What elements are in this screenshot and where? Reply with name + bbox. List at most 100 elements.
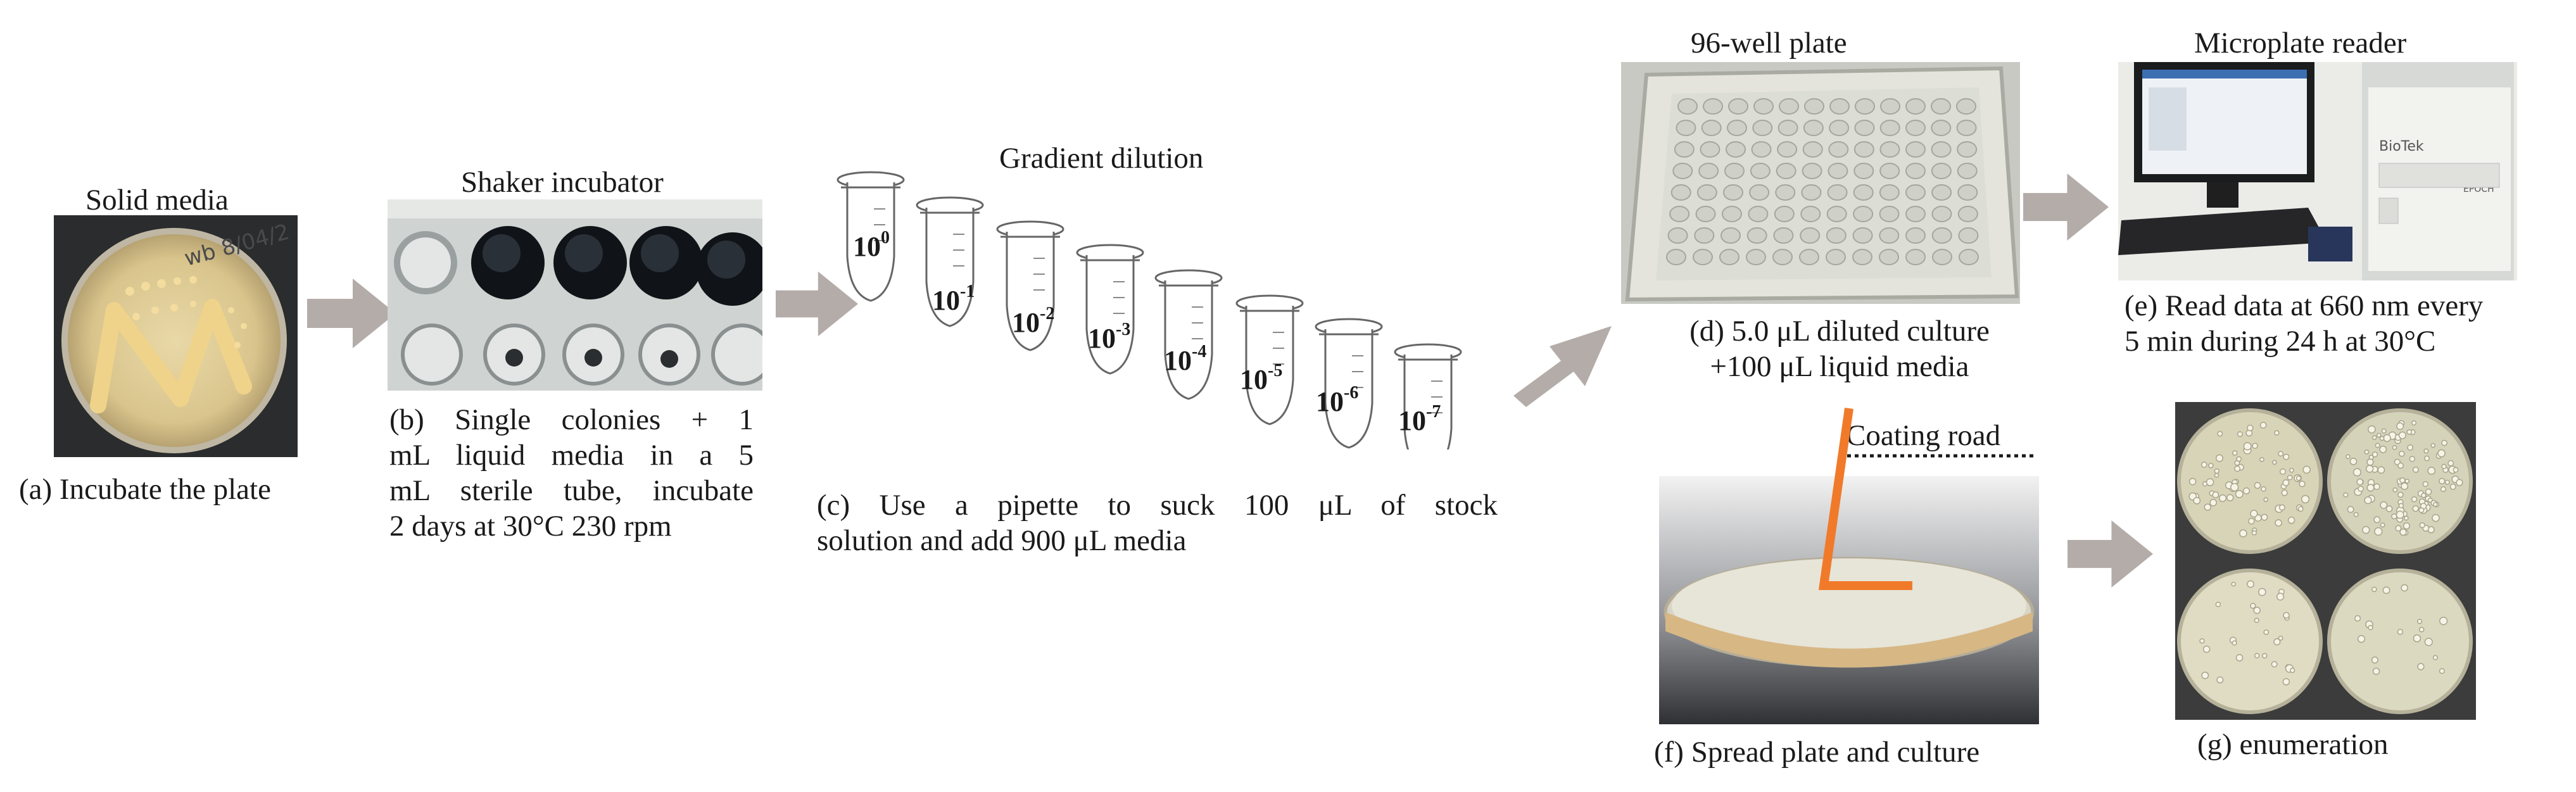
- well: [1828, 163, 1848, 179]
- colony: [2380, 501, 2388, 509]
- colony: [2235, 490, 2244, 498]
- well: [1826, 227, 1847, 244]
- colony: [2440, 486, 2447, 493]
- colony: [2235, 654, 2244, 662]
- coating-dotted-line: [1840, 454, 2036, 458]
- well: [1695, 206, 1716, 222]
- colony: [2215, 454, 2223, 462]
- well: [1701, 120, 1722, 136]
- well: [1728, 98, 1748, 115]
- well: [1852, 227, 1873, 244]
- well: [1931, 184, 1952, 201]
- colony: [2371, 657, 2378, 664]
- well-plate-title: 96-well plate: [1691, 27, 1847, 60]
- colony: [2214, 472, 2219, 478]
- colony: [2243, 442, 2252, 451]
- colony: [2453, 467, 2459, 473]
- colony: [2218, 494, 2227, 503]
- colony: [2366, 484, 2375, 492]
- colony: [2232, 450, 2238, 456]
- colony: [2208, 463, 2214, 468]
- colony: [2417, 663, 2425, 670]
- well: [1879, 227, 1900, 244]
- well: [1676, 120, 1696, 136]
- well: [1959, 249, 1979, 265]
- colony: [2412, 505, 2419, 512]
- colony: [2409, 456, 2416, 462]
- well: [1905, 227, 1926, 244]
- well: [1905, 206, 1926, 222]
- tube-label-2: 10-2: [1012, 304, 1055, 338]
- well: [1879, 206, 1900, 222]
- colony: [2281, 489, 2288, 496]
- colony: [2202, 645, 2211, 653]
- colony: [2204, 503, 2211, 511]
- solid-media-title: Solid media: [85, 184, 229, 217]
- well: [1774, 206, 1795, 222]
- well: [1855, 98, 1875, 115]
- colony: [2368, 625, 2373, 631]
- colony: [2407, 444, 2414, 451]
- colony: [2401, 482, 2409, 490]
- arrow-up-right-icon: [1513, 326, 1612, 407]
- well: [1931, 163, 1952, 179]
- colony: [2364, 496, 2372, 505]
- colony: [2275, 519, 2282, 527]
- shaker-caption: (b) Single colonies + 1 mL liquid media …: [389, 403, 754, 543]
- colony: [2396, 422, 2404, 431]
- coating-label: Coating road: [1846, 419, 2001, 452]
- well: [1772, 249, 1793, 265]
- colony: [2430, 443, 2435, 448]
- well: [1773, 227, 1794, 244]
- colony: [2273, 638, 2281, 646]
- colony: [2254, 653, 2260, 658]
- colony: [2250, 603, 2256, 609]
- well: [1829, 98, 1850, 115]
- well: [1829, 120, 1850, 136]
- colony: [2396, 510, 2404, 519]
- well: [1722, 206, 1742, 222]
- well-plate-photo: [1621, 62, 2020, 304]
- colony: [2371, 586, 2377, 593]
- well: [1677, 98, 1698, 115]
- colony: [2427, 498, 2433, 503]
- colony: [2261, 653, 2268, 659]
- spread-plate-photo: [1659, 476, 2039, 724]
- tube-label-6: 10-6: [1316, 383, 1359, 417]
- colony: [2411, 496, 2418, 503]
- reader-photo: BioTek EPOCH: [2118, 62, 2517, 280]
- coating-rod-icon: [1818, 408, 1912, 590]
- colony: [2239, 529, 2247, 537]
- colony: [2401, 584, 2408, 592]
- well: [1727, 120, 1747, 136]
- colony: [2278, 451, 2284, 457]
- colony: [2392, 487, 2398, 493]
- well: [1726, 141, 1746, 158]
- colony: [2402, 522, 2411, 530]
- colony: [2357, 635, 2366, 643]
- colony: [2456, 479, 2463, 486]
- colony: [2397, 629, 2404, 635]
- colony: [2289, 467, 2294, 473]
- well: [1957, 206, 1978, 222]
- well: [1674, 141, 1695, 158]
- well: [1852, 249, 1872, 265]
- colony: [2399, 450, 2405, 457]
- colony: [2397, 491, 2404, 498]
- well: [1932, 249, 1952, 265]
- colony: [2444, 479, 2450, 485]
- colony: [2424, 455, 2430, 462]
- well: [1931, 206, 1952, 222]
- reader-brand: BioTek: [2379, 139, 2424, 154]
- colony: [2399, 528, 2407, 536]
- colony: [2379, 436, 2385, 441]
- colony: [2282, 678, 2290, 686]
- well: [1752, 120, 1773, 136]
- colony: [2398, 503, 2404, 508]
- well: [1931, 98, 1951, 115]
- colony: [2354, 615, 2361, 622]
- colony: [2248, 517, 2255, 525]
- colony: [2397, 462, 2404, 469]
- colony: [2391, 513, 2397, 520]
- colony: [2279, 468, 2287, 475]
